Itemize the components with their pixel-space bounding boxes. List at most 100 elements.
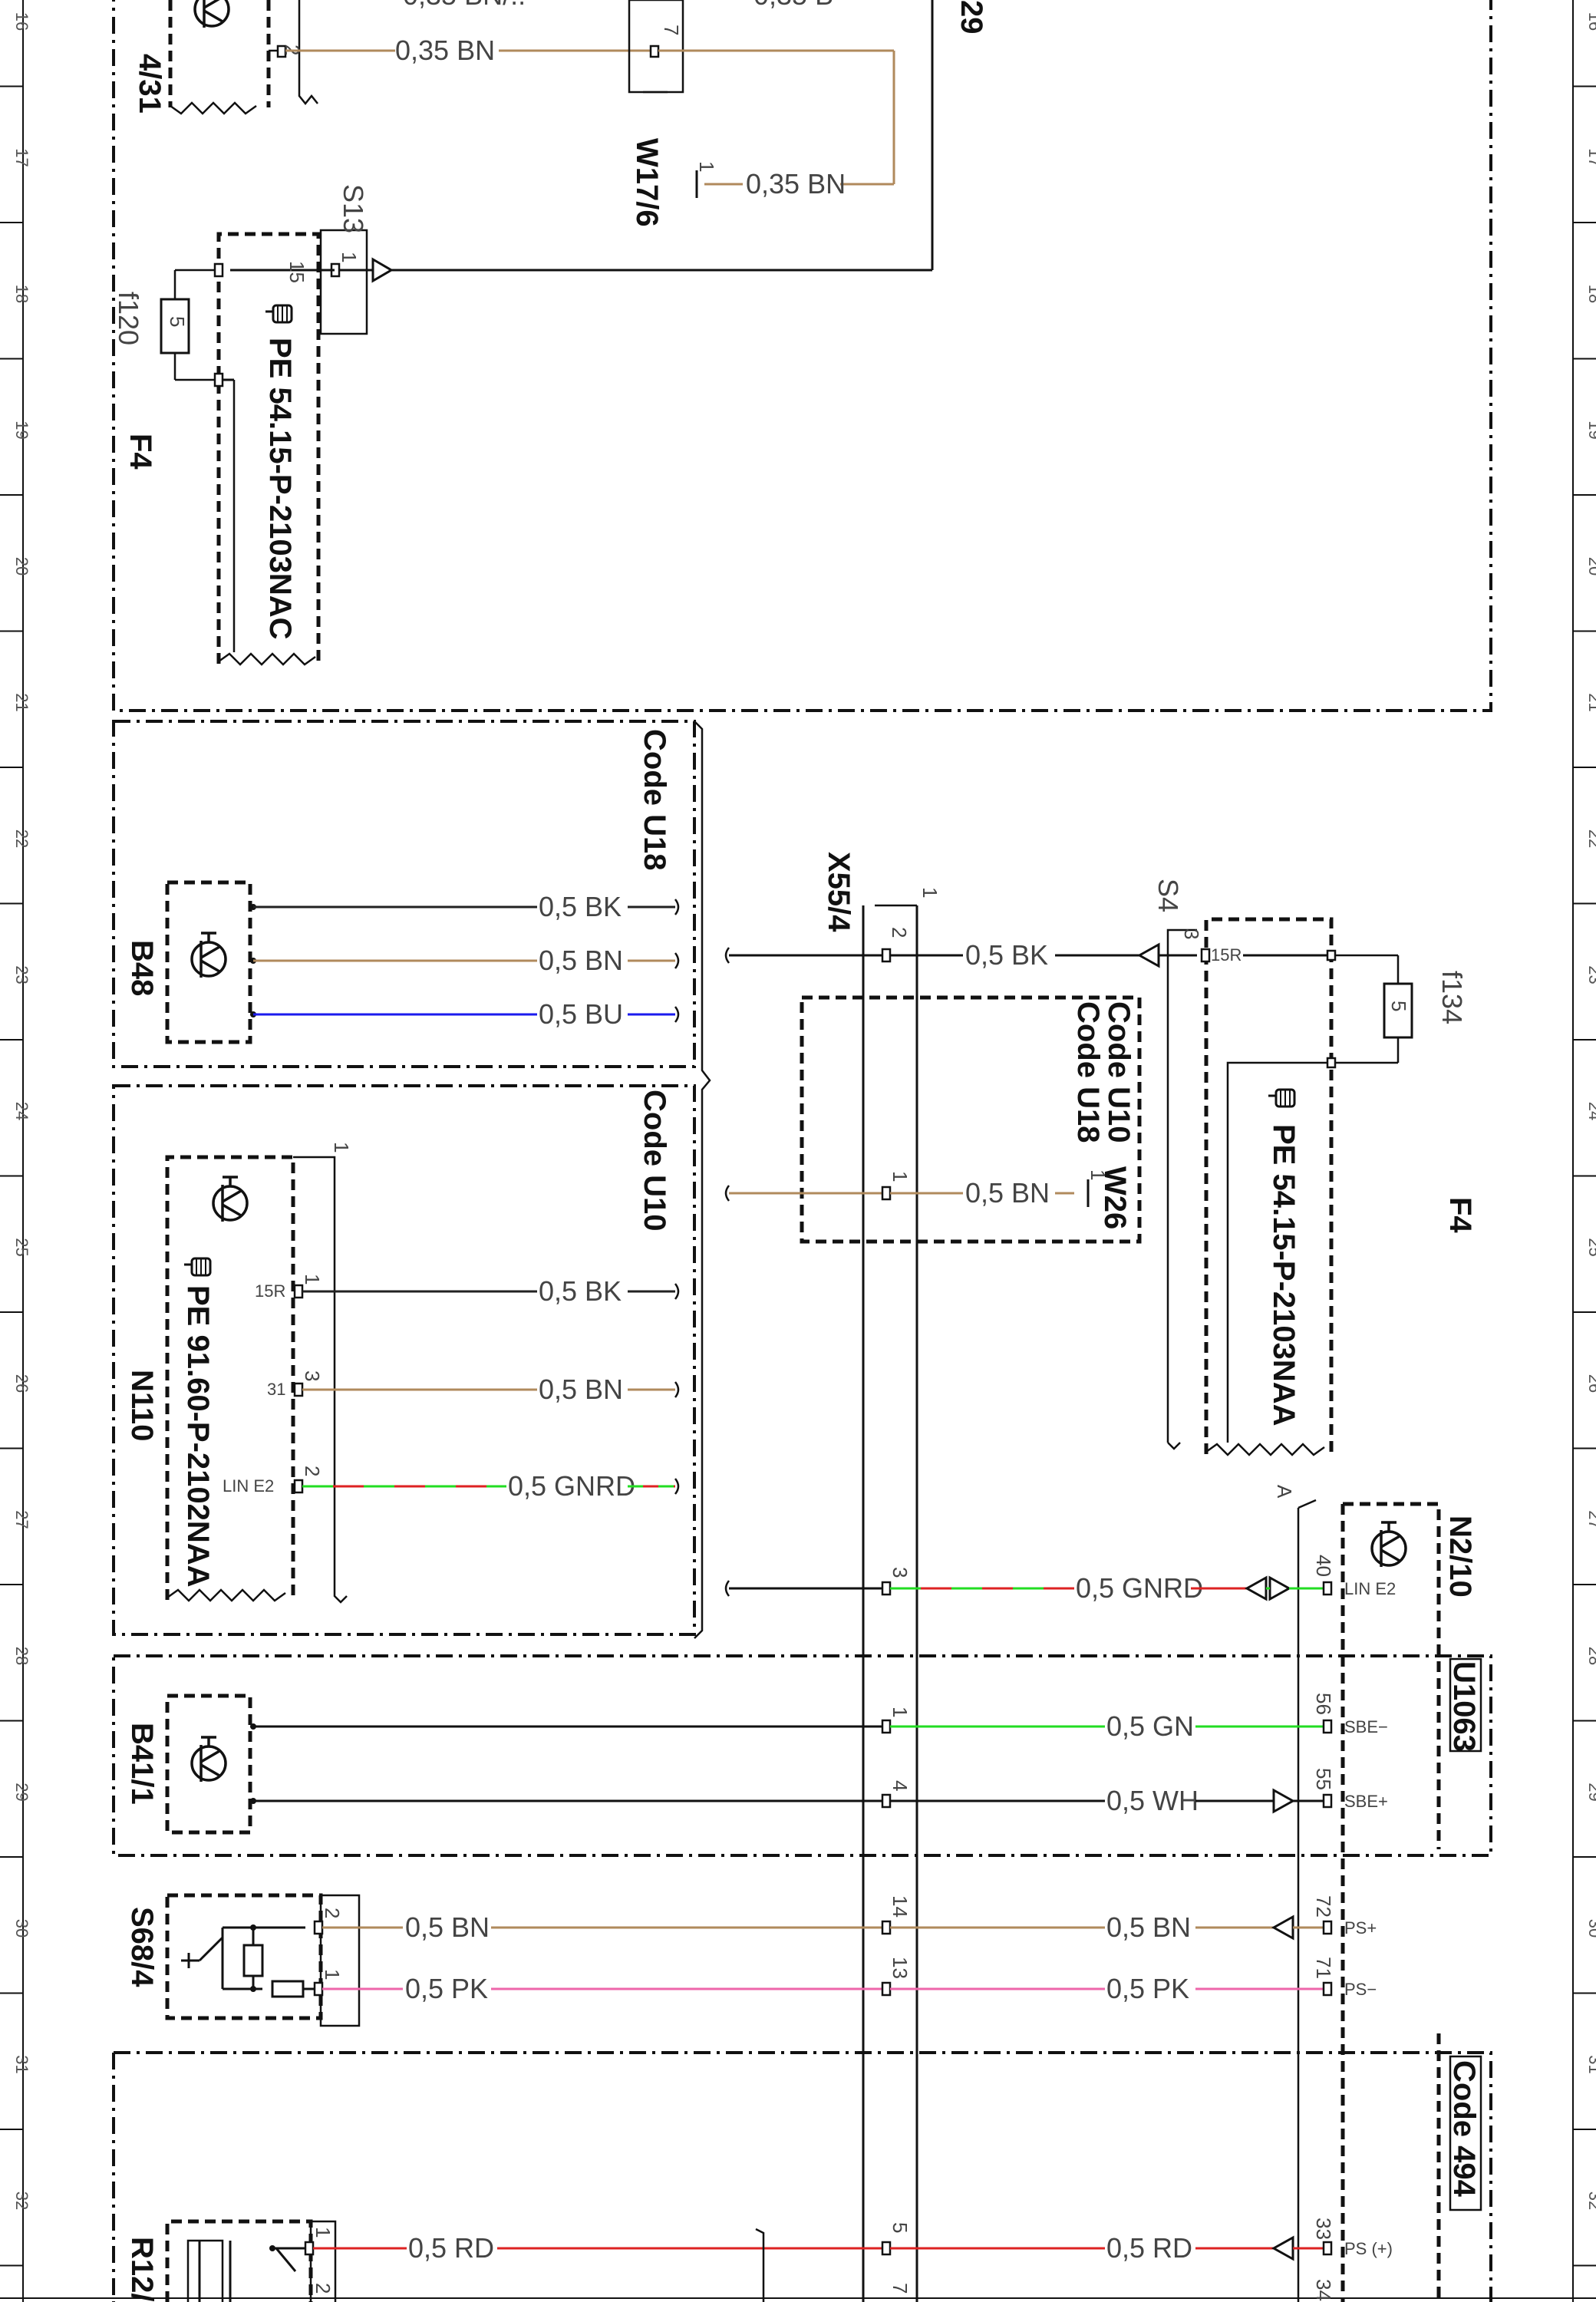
row-number: 19 — [12, 420, 31, 439]
pin-label: 1 — [321, 1969, 344, 1980]
pin-function: SBE+ — [1344, 1792, 1388, 1811]
row-number: 32 — [1585, 2192, 1596, 2210]
row-number: 30 — [12, 1919, 31, 1938]
row-number: 18 — [1585, 285, 1596, 303]
pin-label: 14 — [889, 1895, 912, 1918]
wire-x55-s4: 0,5 BK S4 — [724, 879, 1197, 971]
fuse-value: 5 — [1387, 1001, 1410, 1011]
row-number: 20 — [12, 557, 31, 576]
pin-label: 1 — [889, 1171, 912, 1182]
connector-label: X55/4 — [822, 852, 856, 932]
component-label: N110 — [125, 1370, 159, 1441]
pin-label: 7 — [660, 25, 683, 35]
pin-label: 13 — [889, 1957, 912, 1979]
pin-label: 1 — [695, 161, 718, 172]
row-number: 19 — [1585, 420, 1596, 439]
reference-hand-icon — [264, 304, 293, 324]
row-number: 23 — [1585, 965, 1596, 984]
component-label: N2/10 — [1443, 1515, 1477, 1598]
pin-function: 31 — [267, 1380, 285, 1399]
wire-label: 0,5 PK — [1106, 1973, 1189, 2004]
fuse-label: f120 — [113, 292, 144, 345]
pin-label: 4 — [889, 1780, 912, 1791]
code-label: Code U18 — [1071, 1001, 1105, 1143]
wire-label: 0,35 BN — [746, 168, 846, 200]
connector-label: W26 — [1098, 1166, 1132, 1229]
row-number: 16 — [12, 12, 31, 31]
code-494-frame — [114, 2051, 1492, 2302]
pin-function: PS− — [1344, 1980, 1377, 1999]
row-number: 22 — [1585, 829, 1596, 848]
pin-label: 33 — [1312, 2218, 1335, 2240]
row-number: 16 — [1585, 12, 1596, 31]
pin-label: 3 — [301, 1370, 324, 1381]
code-label: Code U18 — [638, 729, 671, 871]
component-label: S68/4 — [125, 1907, 159, 1987]
wire-label: 0,5 BU — [539, 998, 623, 1030]
component-label: B48 — [125, 940, 159, 996]
wire-label: 0,5 WH — [1106, 1785, 1199, 1816]
wire-s13-bk: S13 1 — [319, 0, 934, 335]
row-number: 17 — [12, 148, 31, 167]
pin-label: 56 — [1312, 1693, 1335, 1715]
pin-label: 2 — [312, 2283, 335, 2294]
fuse-box-top: 5 15 f120 F4 PE 54.15-P-2103NAC — [113, 232, 335, 666]
pin-label: 2 — [301, 1466, 324, 1476]
row-number: 23 — [12, 965, 31, 984]
component-s68-4: S68/4 2 1 0,5 BN 14 0,5 BN 72 PS+ 0,5 PK — [125, 1893, 1377, 2027]
component-label: R12/ — [125, 2237, 159, 2302]
component-label: F4 — [1443, 1197, 1477, 1233]
wire-label: 0,5 BN — [1106, 1911, 1191, 1943]
wire-label: 0,5 RD — [1106, 2232, 1192, 2264]
pin-label: 5 — [889, 2222, 912, 2233]
wire-label: 0,5 BN — [405, 1911, 490, 1943]
pin-label: 2 — [888, 927, 911, 938]
pin-label: 55 — [1312, 1768, 1335, 1790]
wire-label: 0,5 BK — [539, 1275, 622, 1307]
wire-label: 0,35 BN — [395, 35, 495, 66]
wire-label: 0,5 BN — [539, 1374, 623, 1405]
pin-label: 71 — [1312, 1957, 1335, 1979]
code-u10-u18-box: Code U10 Code U18 1 0,5 BN 1 W26 — [724, 995, 1142, 1244]
component-label: 29 — [955, 0, 988, 35]
component-r12: R12/ 1 2 0,5 RD 5 7 0,5 RD 33 34 PS (+) — [125, 2218, 1393, 2302]
pin-label: 1 — [338, 252, 361, 262]
code-label: Code 494 — [1447, 2060, 1481, 2198]
row-number: 18 — [12, 285, 31, 303]
component-label: U1063 — [1447, 1661, 1481, 1752]
top-section-frame — [112, 0, 1492, 712]
component-label: 4/31 — [133, 54, 167, 114]
wire-label: 0,5 BK — [965, 939, 1048, 971]
row-number: 29 — [12, 1783, 31, 1801]
u1063-frame — [112, 1654, 1492, 1857]
fuse-box-right: 3 15R 5 f134 PE 54.15-P-2103NAA F4 — [1166, 917, 1477, 1456]
pin-label: 72 — [1312, 1895, 1335, 1918]
wire-label: 0,5 PK — [405, 1973, 488, 2004]
row-number: 26 — [12, 1374, 31, 1393]
pe-reference: PE 91.60-P-2102NAA — [181, 1285, 215, 1588]
reference-hand-icon — [1267, 1088, 1296, 1108]
wire-label: 0,5 RD — [408, 2232, 494, 2264]
splice-label: S4 — [1152, 879, 1184, 912]
component-label: F4 — [124, 434, 157, 470]
row-number: 17 — [1585, 148, 1596, 167]
component-label: B41/1 — [125, 1723, 159, 1805]
code-label: Code U10 — [1102, 1001, 1136, 1143]
row-number: 25 — [1585, 1238, 1596, 1256]
component-4-31: 4/31 2 — [133, 0, 318, 115]
fuse-value: 5 — [166, 316, 189, 327]
wire-label: 0,35 BN/.. — [403, 0, 526, 11]
pin-function: LIN E2 — [1344, 1579, 1396, 1598]
connector-label: W17/6 — [630, 138, 664, 227]
wire-label: 0,5 BN — [965, 1177, 1050, 1209]
pin-label: 40 — [1312, 1555, 1335, 1577]
pin-label: A — [1273, 1485, 1296, 1499]
row-number: 27 — [12, 1510, 31, 1529]
fuse-label: f134 — [1436, 971, 1468, 1024]
pin-label: 2 — [321, 1908, 344, 1918]
wire-label: 0,35 B — [753, 0, 833, 11]
component-b48: B48 0,5 BK 0,5 BN 0,5 BU — [125, 880, 680, 1044]
row-number: 25 — [12, 1238, 31, 1256]
pe-reference: PE 54.15-P-2103NAC — [263, 338, 297, 640]
